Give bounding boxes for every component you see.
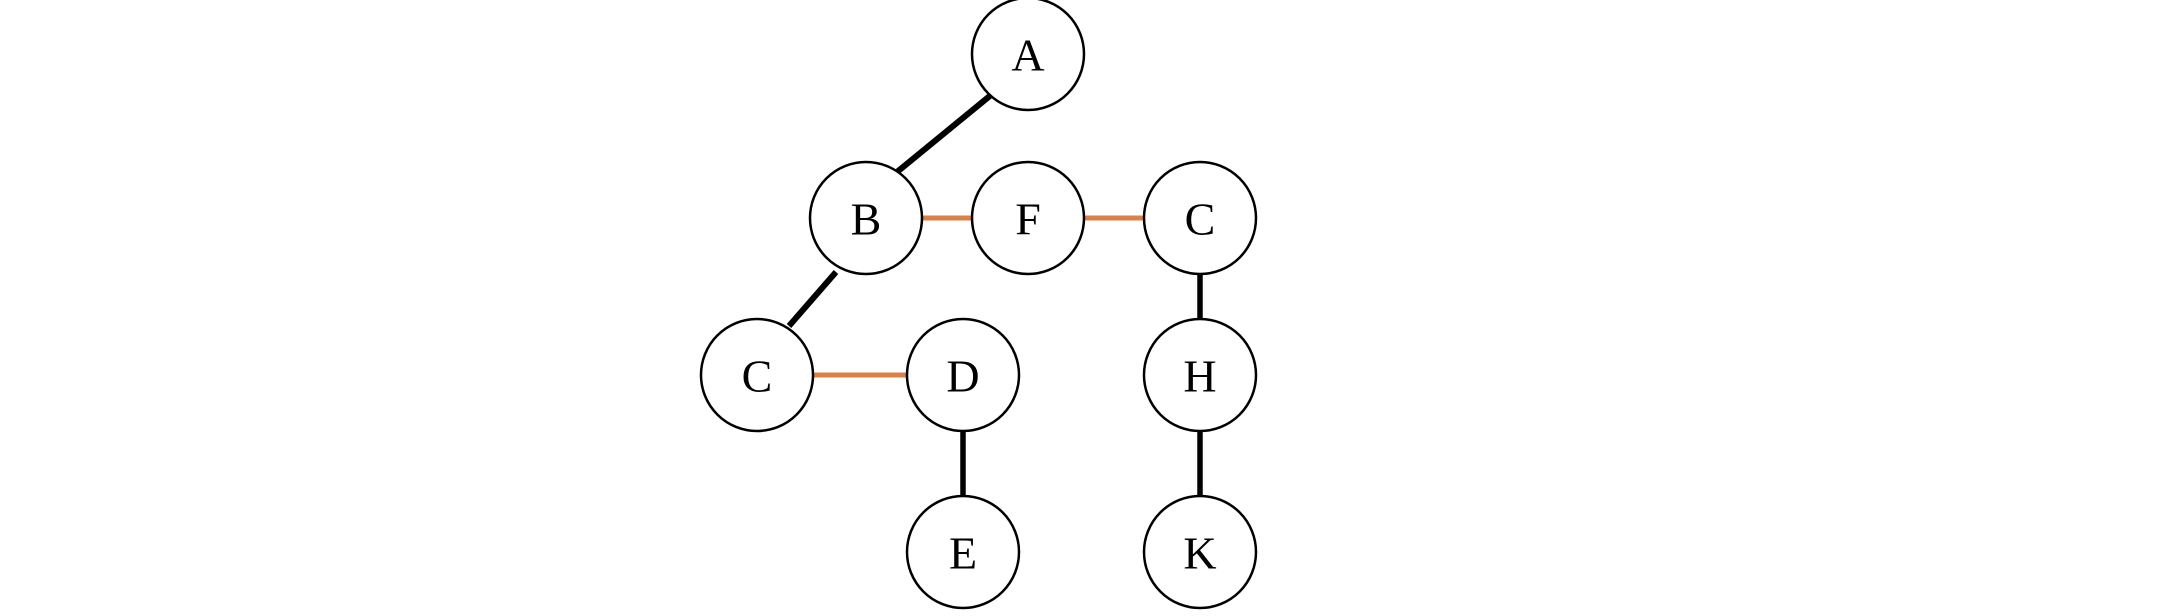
node-label: B bbox=[851, 194, 882, 245]
node-label: A bbox=[1011, 30, 1044, 81]
node-c-4[interactable]: C bbox=[699, 317, 815, 433]
node-circle[interactable] bbox=[905, 494, 1021, 610]
node-circle[interactable] bbox=[970, 0, 1086, 112]
node-circle[interactable] bbox=[1142, 317, 1258, 433]
node-b-1[interactable]: B bbox=[808, 160, 924, 276]
node-label: H bbox=[1183, 351, 1216, 402]
node-k-8[interactable]: K bbox=[1142, 494, 1258, 610]
node-circle[interactable] bbox=[1142, 160, 1258, 276]
node-f-2[interactable]: F bbox=[970, 160, 1086, 276]
edge-a-b bbox=[895, 92, 993, 175]
node-label: F bbox=[1015, 194, 1041, 245]
node-h-6[interactable]: H bbox=[1142, 317, 1258, 433]
node-label: K bbox=[1183, 528, 1216, 579]
node-circle[interactable] bbox=[970, 160, 1086, 276]
edge-b-c bbox=[786, 270, 839, 328]
node-e-7[interactable]: E bbox=[905, 494, 1021, 610]
node-label: C bbox=[742, 351, 773, 402]
edge-layer bbox=[786, 92, 1203, 496]
node-circle[interactable] bbox=[808, 160, 924, 276]
node-label: C bbox=[1185, 194, 1216, 245]
node-circle[interactable] bbox=[1142, 494, 1258, 610]
node-label: D bbox=[946, 351, 979, 402]
node-circle[interactable] bbox=[905, 317, 1021, 433]
node-a-0[interactable]: A bbox=[970, 0, 1086, 112]
node-label: E bbox=[949, 528, 977, 579]
node-circle[interactable] bbox=[699, 317, 815, 433]
node-c-3[interactable]: C bbox=[1142, 160, 1258, 276]
node-d-5[interactable]: D bbox=[905, 317, 1021, 433]
node-layer: A B F C C D H E K bbox=[699, 0, 1258, 610]
